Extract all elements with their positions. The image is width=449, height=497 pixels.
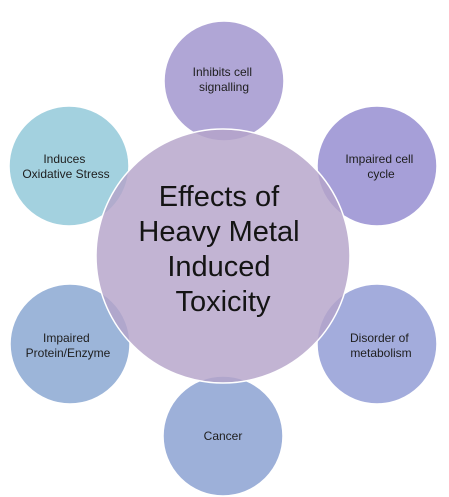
satellite-circle-impaired-cell-cycle	[316, 105, 438, 227]
center-title: Effects of Heavy Metal Induced Toxicity	[138, 181, 307, 318]
center-title-line: Induced	[167, 251, 270, 283]
satellite-impaired-cell-cycle	[316, 105, 438, 227]
satellite-impaired-protein-enzyme	[9, 283, 131, 405]
label-inhibits-cell-signalling: Inhibits cell signalling	[193, 65, 256, 94]
label-induces-oxidative-stress: Induces Oxidative Stress	[22, 152, 109, 181]
label-impaired-cell-cycle: Impaired cell cycle	[345, 152, 416, 181]
center-title-line: Effects of	[159, 181, 280, 213]
label-line: Impaired cell	[345, 152, 413, 166]
label-line: metabolism	[350, 346, 411, 360]
label-impaired-protein-enzyme: Impaired Protein/Enzyme	[26, 331, 111, 360]
label-line: Induces	[43, 152, 85, 166]
satellite-induces-oxidative-stress	[8, 105, 130, 227]
label-line: Oxidative Stress	[22, 167, 109, 181]
center-title-line: Toxicity	[175, 286, 271, 318]
label-line: Disorder of	[350, 331, 409, 345]
center-circle	[95, 128, 351, 384]
satellite-circle-disorder-of-metabolism	[316, 283, 438, 405]
label-line: Protein/Enzyme	[26, 346, 111, 360]
label-line: Impaired	[43, 331, 90, 345]
satellite-disorder-of-metabolism	[316, 283, 438, 405]
label-cancer: Cancer	[204, 429, 243, 443]
label-disorder-of-metabolism: Disorder of metabolism	[350, 331, 412, 360]
satellite-circle-impaired-protein-enzyme	[9, 283, 131, 405]
label-line: Inhibits cell	[193, 65, 252, 79]
center-title-line: Heavy Metal	[138, 216, 299, 248]
label-line: signalling	[199, 80, 249, 94]
satellite-circle-induces-oxidative-stress	[8, 105, 130, 227]
label-line: Cancer	[204, 429, 243, 443]
label-line: cycle	[367, 167, 395, 181]
